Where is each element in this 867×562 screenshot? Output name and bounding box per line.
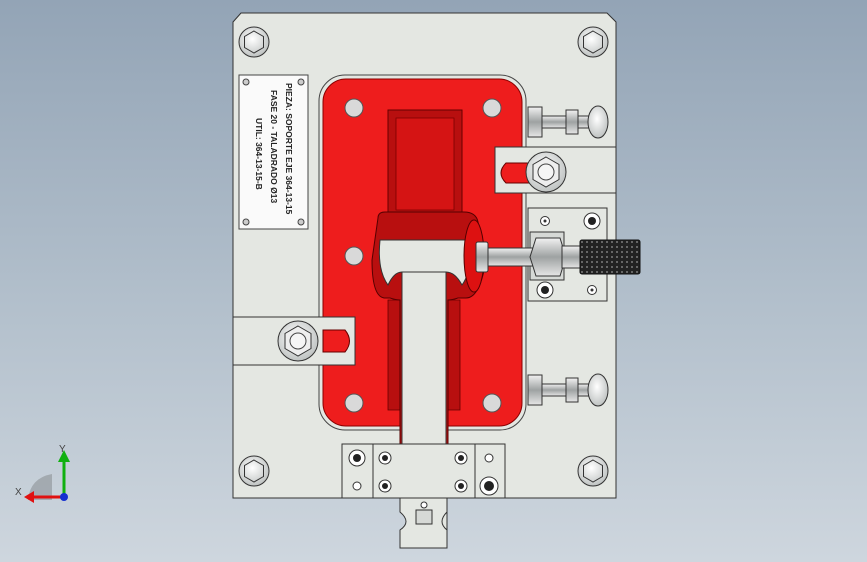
corner-screw-bottom-left[interactable] — [238, 455, 270, 487]
corner-screw-top-left[interactable] — [238, 26, 270, 58]
hole-icon — [420, 501, 428, 509]
nameplate-line-1: PIEZA: SOPORTE EJE 364-13-15 — [284, 83, 294, 215]
corner-screw-bottom-right[interactable] — [577, 455, 609, 487]
hole-icon — [344, 246, 364, 266]
nest-holes — [344, 98, 502, 413]
clamp-shaft[interactable] — [475, 237, 583, 277]
hole-icon — [484, 453, 494, 463]
nameplate-rivet-icon — [242, 78, 250, 86]
y-axis-label: Y — [59, 444, 66, 455]
hole-icon — [344, 98, 364, 118]
corner-screw-top-right[interactable] — [577, 26, 609, 58]
x-axis-label: X — [15, 487, 22, 498]
strap-clamp-left[interactable] — [232, 316, 356, 366]
z-axis-dot-icon — [60, 493, 68, 501]
screw-clamp-top[interactable] — [527, 105, 609, 139]
hole-icon — [344, 393, 364, 413]
strap-clamp-top[interactable] — [494, 146, 617, 194]
nameplate-rivet-icon — [297, 218, 305, 226]
workpiece-support[interactable] — [371, 211, 487, 447]
nameplate-rivet-icon — [297, 78, 305, 86]
axis-triad: Y X — [15, 444, 70, 503]
screw-clamp-bottom[interactable] — [527, 373, 609, 407]
workpiece-tab[interactable] — [399, 497, 448, 549]
nameplate: PIEZA: SOPORTE EJE 364-13-15 FASE 20 - T… — [238, 74, 309, 230]
knurled-knob[interactable] — [579, 239, 641, 275]
hole-icon — [482, 393, 502, 413]
hole-icon — [482, 98, 502, 118]
nameplate-line-2: FASE 20 - TALADRADO Ø13 — [269, 90, 279, 203]
hole-icon — [352, 481, 362, 491]
nameplate-rivet-icon — [242, 218, 250, 226]
nameplate-line-3: UTIL: 364-13-15-B — [254, 118, 264, 190]
bottom-locator-block[interactable] — [341, 443, 506, 499]
